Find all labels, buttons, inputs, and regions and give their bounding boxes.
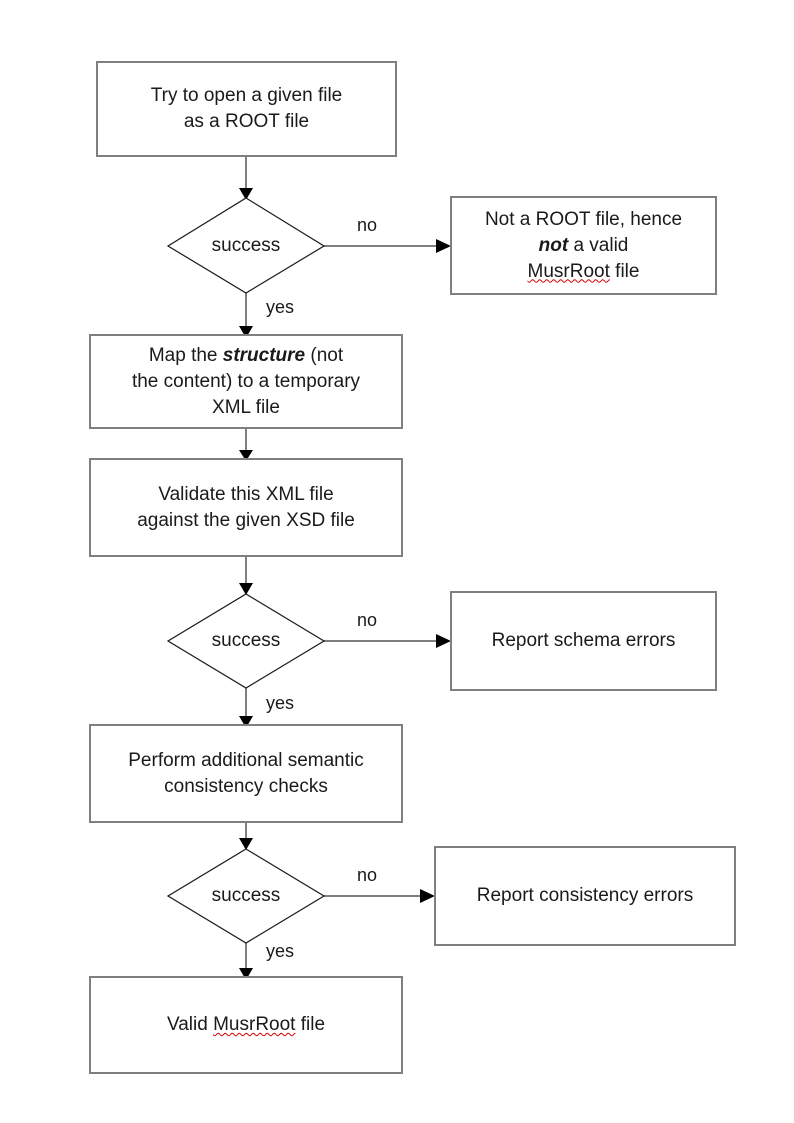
decision-3[interactable]: success [168,878,324,914]
arrowhead-decision3-yes [239,968,253,980]
decision1-shape[interactable] [166,197,326,294]
decision-2-label: success [211,630,281,651]
arrowhead-decision1-no [436,239,451,253]
decision-2[interactable]: success [168,623,324,659]
edge-label-yes-3: yes [266,941,295,961]
arrowhead-map-to-validate [239,450,253,461]
not-root-box-shape[interactable] [450,196,717,295]
arrowhead-decision2-no [436,634,451,648]
arrowhead-decision1-yes [239,326,253,338]
decision2-shape[interactable] [166,593,326,689]
decision-3-label: success [211,885,281,906]
arrowhead-decision3-no [420,889,435,903]
arrowhead-start-to-decision1 [239,188,253,200]
arrowhead-decision2-yes [239,716,253,728]
edge-label-no-3: no [357,865,378,885]
decision3-shape[interactable] [166,848,326,944]
semantic-box-shape[interactable] [89,724,403,823]
validate-box-shape[interactable] [89,458,403,557]
schema-errors-box-shape[interactable] [450,591,717,691]
edge-label-no-2: no [357,610,378,630]
edge-label-no-1: no [357,215,378,235]
start-box-shape[interactable] [96,61,397,157]
consistency-errors-box-shape[interactable] [434,846,736,946]
valid-box-shape[interactable] [89,976,403,1074]
edge-label-yes-1: yes [266,297,295,317]
decision-1[interactable]: success [168,228,324,264]
arrowhead-semantic-to-decision3 [239,838,253,850]
edge-label-yes-2: yes [266,693,295,713]
decision-1-label: success [211,235,281,256]
map-structure-box-shape[interactable] [89,334,403,429]
arrowhead-validate-to-decision2 [239,583,253,595]
